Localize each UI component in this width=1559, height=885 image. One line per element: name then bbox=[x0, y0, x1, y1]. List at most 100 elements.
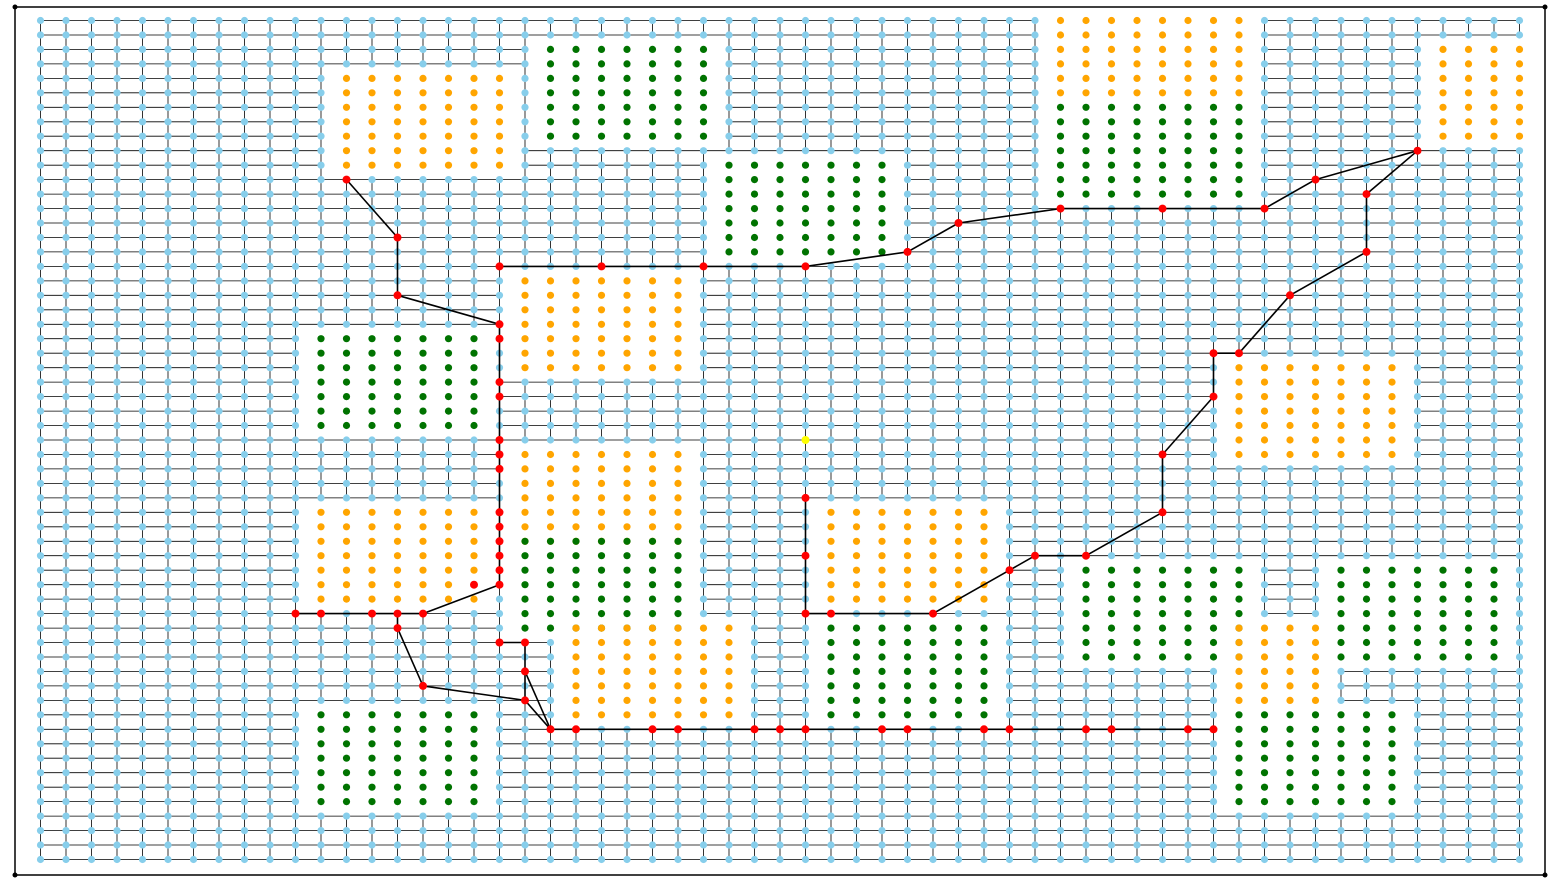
grid-node bbox=[1184, 812, 1192, 820]
orange-block-node bbox=[419, 566, 427, 574]
orange-block-node bbox=[1260, 696, 1269, 705]
grid-node bbox=[189, 320, 198, 328]
orange-block-node bbox=[572, 653, 580, 661]
grid-node bbox=[776, 798, 784, 806]
orange-block-node bbox=[623, 320, 631, 328]
grid-node bbox=[1337, 479, 1345, 487]
grid-node bbox=[266, 855, 274, 864]
grid-node bbox=[929, 494, 937, 502]
orange-block-node bbox=[1209, 45, 1218, 54]
grid-node bbox=[189, 682, 198, 690]
grid-node bbox=[546, 233, 555, 242]
grid-node bbox=[1209, 335, 1218, 343]
grid-node bbox=[521, 754, 529, 762]
grid-node bbox=[164, 740, 172, 748]
grid-node bbox=[1388, 479, 1396, 487]
grid-node bbox=[801, 349, 810, 357]
grid-node bbox=[495, 798, 504, 806]
grid-node bbox=[1031, 306, 1039, 314]
grid-node bbox=[1388, 349, 1396, 357]
path-edge bbox=[907, 222, 959, 253]
grid-node bbox=[1209, 740, 1218, 748]
grid-node bbox=[1133, 841, 1141, 849]
grid-node bbox=[36, 523, 45, 531]
orange-block-node bbox=[648, 320, 657, 328]
grid-node bbox=[699, 436, 708, 444]
grid-node bbox=[1235, 465, 1243, 473]
grid-node bbox=[623, 841, 631, 849]
grid-node bbox=[1133, 769, 1141, 777]
grid-node bbox=[648, 378, 657, 386]
grid-node bbox=[342, 841, 351, 849]
path-node bbox=[954, 219, 963, 227]
green-block-node bbox=[470, 740, 478, 748]
grid-node bbox=[36, 465, 45, 473]
grid-node bbox=[852, 812, 861, 820]
grid-node bbox=[1439, 725, 1447, 733]
grid-node bbox=[1260, 349, 1269, 357]
grid-node bbox=[1286, 89, 1294, 97]
grid-node bbox=[903, 479, 912, 487]
grid-node bbox=[1031, 494, 1039, 502]
grid-node bbox=[1082, 508, 1090, 516]
grid-node bbox=[164, 754, 172, 762]
grid-node bbox=[1056, 711, 1065, 719]
green-block-node bbox=[750, 219, 759, 227]
orange-block-node bbox=[1082, 16, 1090, 25]
grid-node bbox=[36, 508, 45, 516]
grid-node bbox=[597, 754, 606, 762]
grid-node bbox=[1082, 667, 1090, 676]
grid-node bbox=[291, 508, 300, 516]
grid-node bbox=[1260, 523, 1269, 531]
grid-node bbox=[954, 60, 963, 68]
grid-node bbox=[1031, 393, 1039, 401]
grid-node bbox=[801, 841, 810, 849]
grid-node bbox=[138, 610, 147, 618]
grid-node bbox=[801, 320, 810, 328]
grid-node bbox=[623, 855, 631, 864]
grid-node bbox=[1184, 320, 1192, 328]
grid-node bbox=[1184, 682, 1192, 690]
orange-block-node bbox=[572, 306, 580, 314]
grid-node bbox=[903, 89, 912, 97]
grid-node bbox=[1031, 479, 1039, 487]
grid-node bbox=[266, 16, 274, 25]
grid-node bbox=[521, 161, 529, 169]
grid-node bbox=[1209, 219, 1218, 227]
orange-block-node bbox=[521, 291, 529, 299]
grid-node bbox=[929, 16, 937, 25]
grid-node bbox=[827, 349, 835, 357]
grid-node bbox=[138, 552, 147, 560]
grid-node bbox=[87, 812, 96, 820]
grid-node bbox=[113, 595, 121, 603]
grid-node bbox=[87, 841, 96, 849]
grid-node bbox=[852, 118, 861, 126]
grid-node bbox=[495, 711, 504, 719]
orange-block-node bbox=[980, 566, 988, 574]
grid-node bbox=[878, 740, 886, 748]
green-block-node bbox=[750, 161, 759, 169]
grid-node bbox=[750, 812, 759, 820]
orange-block-node bbox=[623, 277, 631, 285]
grid-node bbox=[240, 291, 249, 299]
orange-block-node bbox=[495, 147, 504, 155]
grid-node bbox=[240, 147, 249, 155]
grid-node bbox=[929, 465, 937, 473]
grid-node bbox=[113, 465, 121, 473]
grid-node bbox=[1286, 581, 1294, 589]
grid-node bbox=[495, 306, 504, 314]
green-block-node bbox=[725, 161, 733, 169]
grid-node bbox=[1158, 421, 1167, 430]
grid-node bbox=[470, 320, 478, 328]
grid-node bbox=[1490, 827, 1498, 835]
grid-node bbox=[36, 798, 45, 806]
grid-node bbox=[546, 16, 555, 25]
orange-block-node bbox=[903, 552, 912, 560]
grid-node bbox=[1439, 378, 1447, 386]
grid-node bbox=[1005, 233, 1014, 242]
grid-node bbox=[954, 740, 963, 748]
grid-node bbox=[291, 262, 300, 270]
grid-node bbox=[62, 16, 70, 25]
green-block-node bbox=[1388, 638, 1396, 647]
grid-node bbox=[36, 537, 45, 545]
